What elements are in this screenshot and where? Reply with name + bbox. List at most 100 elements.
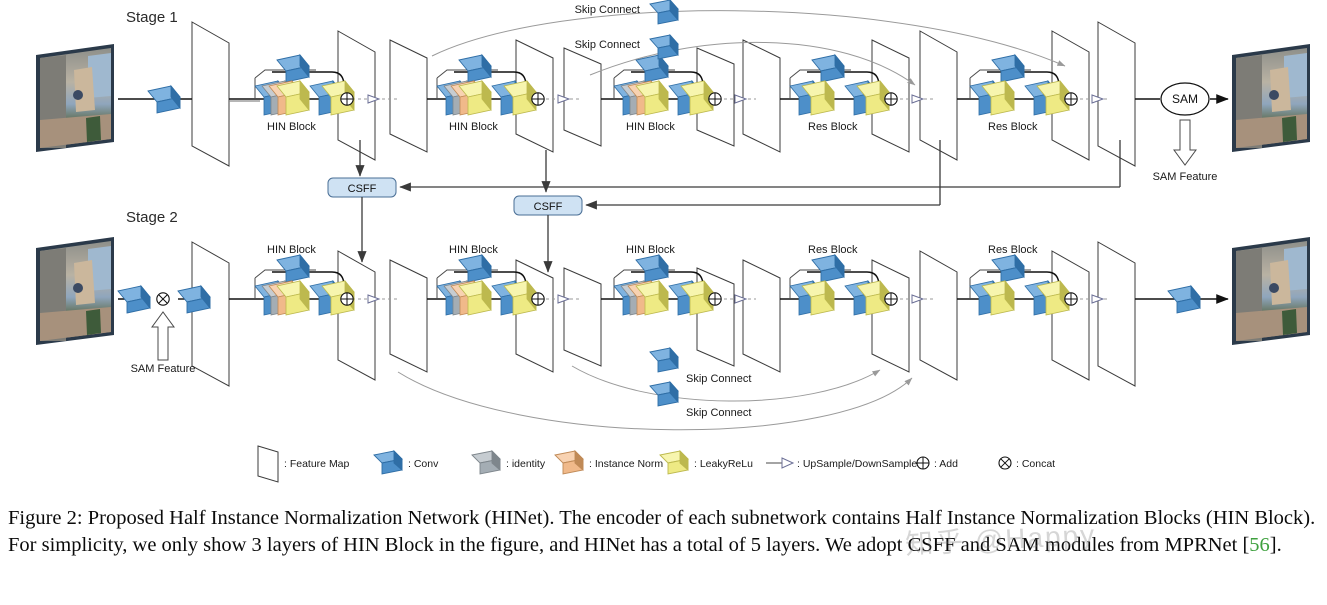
skip-bar-icon-1: [649, 0, 679, 25]
concat-circle-icon: [156, 292, 170, 306]
stage2-output-conv-bar: [1167, 284, 1201, 314]
hin-bar-stack-2: [491, 279, 537, 316]
stage1-updown-arrows: [367, 94, 1105, 104]
stage1-hin-block-2: HIN Block: [436, 53, 545, 133]
hinet-architecture-diagram: Stage 1: [36, 0, 1310, 483]
stage1-skip-label-1: Skip Connect: [575, 4, 640, 16]
csff-module-1[interactable]: CSFF: [327, 140, 1120, 263]
res-bar-stack-1: [969, 79, 1015, 116]
skip-bar-icon-1: [649, 346, 679, 373]
stage1-skip-connections: Skip Connect Skip Connect: [431, 0, 1066, 86]
res-bar-stack-1: [969, 279, 1015, 316]
stage1-hin-block-1: HIN Block: [254, 53, 355, 133]
stage2-skip-label-2: Skip Connect: [686, 407, 751, 419]
conv-bar-icon: [635, 53, 669, 83]
conv-bar-icon: [991, 253, 1025, 283]
output-photo-stage1: [1232, 44, 1310, 152]
stage2-hin-block-3: HIN Block: [613, 244, 722, 316]
conv-bar-icon: [635, 253, 669, 283]
caption-prefix: Figure 2: Proposed Half Instance Normali…: [8, 507, 1316, 557]
conv-bar-icon: [811, 253, 845, 283]
hin-bar-stack-1: [613, 79, 669, 116]
legend-item-concat: : Concat: [998, 456, 1055, 470]
res-bar-stack-2: [844, 279, 890, 316]
sam-feature-label: SAM Feature: [1153, 171, 1218, 183]
stage2-input-group: SAM Feature: [117, 284, 211, 375]
stage2-skip-label-1: Skip Connect: [686, 373, 751, 385]
add-circle-icon: [340, 292, 354, 306]
legend-label-0: : Feature Map: [284, 458, 350, 470]
conv-bar-icon: [458, 253, 492, 283]
caption-reference-link[interactable]: 56: [1249, 534, 1270, 557]
conv-bar-icon: [458, 53, 492, 83]
legend-label-5: : UpSample/DownSample: [797, 458, 917, 470]
legend-item-identity: : identity: [471, 449, 546, 475]
stage2-hin-block-1: HIN Block: [254, 244, 355, 316]
legend-label-7: : Concat: [1016, 458, 1055, 470]
add-circle-icon: [1064, 92, 1078, 106]
stage1-input-conv-bar: [147, 84, 181, 114]
res-bar-stack-2: [1024, 279, 1070, 316]
legend-item-add: : Add: [916, 456, 958, 470]
legend-label-4: : LeakyReLu: [694, 458, 753, 470]
stage2-sam-feature-label: SAM Feature: [131, 363, 196, 375]
stage2-block-label-1: HIN Block: [267, 244, 316, 256]
stage1-res-block-2: Res Block: [969, 53, 1078, 133]
add-circle-icon: [340, 92, 354, 106]
conv-bar-icon: [276, 53, 310, 83]
hin-bar-stack-1: [613, 279, 669, 316]
legend-label-1: : Conv: [408, 458, 439, 470]
add-circle-icon: [708, 92, 722, 106]
input-photo-stage2: [36, 237, 114, 345]
legend-item-leakyrelu: : LeakyReLu: [659, 449, 753, 475]
stage2-skip-connections: Skip Connect Skip Connect: [397, 346, 913, 431]
legend-item-feature-map: : Feature Map: [257, 445, 350, 483]
legend-item-updownsample: : UpSample/DownSample: [766, 457, 917, 470]
hin-bar-stack-2: [491, 79, 537, 116]
add-circle-icon: [1064, 292, 1078, 306]
stage2-block-label-4: Res Block: [808, 244, 858, 256]
res-bar-stack-2: [1024, 79, 1070, 116]
add-circle-icon: [884, 292, 898, 306]
hin-bar-stack-2: [668, 279, 714, 316]
stage1-block-label-3: HIN Block: [626, 121, 675, 133]
stage-1-label: Stage 1: [126, 9, 178, 26]
add-circle-icon: [884, 92, 898, 106]
legend-label-3: : Instance Norm: [589, 458, 663, 470]
hin-bar-stack-1: [436, 79, 492, 116]
conv-bar-icon: [811, 53, 845, 83]
stage1-block-label-2: HIN Block: [449, 121, 498, 133]
conv-bar-icon: [991, 53, 1025, 83]
csff-label-2: CSFF: [534, 201, 563, 213]
legend-label-2: : identity: [506, 458, 546, 470]
stage1-block-label-4: Res Block: [808, 121, 858, 133]
csff-label-1: CSFF: [348, 183, 377, 195]
stage1-block-label-1: HIN Block: [267, 121, 316, 133]
hin-bar-stack-2: [668, 79, 714, 116]
add-circle-icon: [531, 92, 545, 106]
stage2-res-block-2: Res Block: [969, 244, 1078, 316]
skip-bar-icon-2: [649, 33, 679, 60]
csff-module-2[interactable]: CSFF: [513, 150, 940, 273]
legend-item-instance-norm: : Instance Norm: [554, 449, 663, 475]
legend-label-6: : Add: [934, 458, 958, 470]
input-photo-stage1: [36, 44, 114, 152]
hin-bar-stack-1: [254, 79, 310, 116]
stage1-hin-block-3: HIN Block: [613, 53, 722, 133]
stage2-updown-arrows: [367, 294, 1105, 304]
conv-bar-icon: [177, 284, 211, 314]
output-photo-stage2: [1232, 237, 1310, 345]
sam-module[interactable]: SAM SAM Feature: [1153, 82, 1218, 183]
conv-bar-icon: [276, 253, 310, 283]
hin-bar-stack-1: [254, 279, 310, 316]
stage1-block-label-5: Res Block: [988, 121, 1038, 133]
add-circle-icon: [708, 292, 722, 306]
stage2-block-label-3: HIN Block: [626, 244, 675, 256]
stage2-hin-block-2: HIN Block: [436, 244, 545, 316]
stage2-res-block-1: Res Block: [789, 244, 898, 316]
stage2-block-label-5: Res Block: [988, 244, 1038, 256]
figure-caption: Figure 2: Proposed Half Instance Normali…: [8, 505, 1323, 560]
legend-item-conv: : Conv: [373, 449, 439, 475]
sam-label: SAM: [1172, 92, 1198, 106]
